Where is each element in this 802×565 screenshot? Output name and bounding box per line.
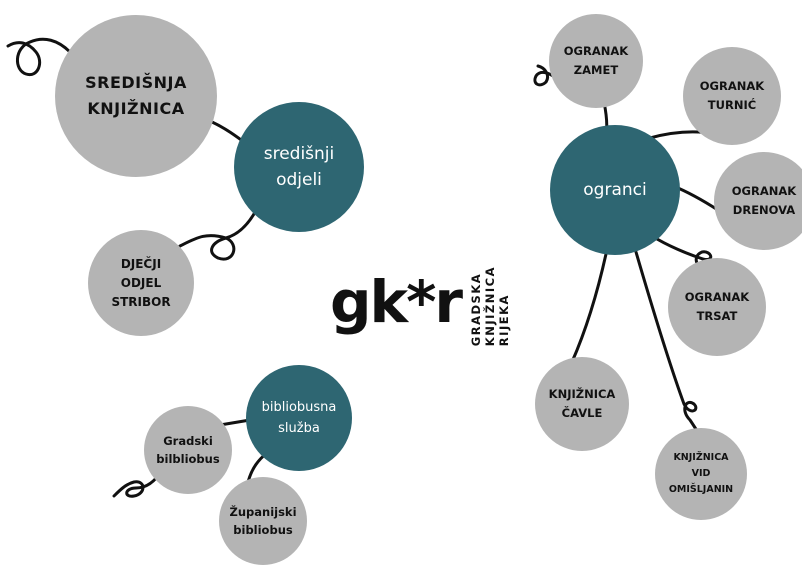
node-zupanijski-bibliobus-label: Županijski bibliobus [229, 505, 297, 537]
connector-gradski-curl [112, 468, 164, 498]
logo-wordmark: GRADSKA KNJIŽNICA RIJEKA [469, 266, 511, 346]
connector-zamet-curl [533, 64, 558, 87]
node-bibliobusna-sluzba-label: bibliobusna služba [261, 400, 337, 436]
node-knjiznica-vid-omisljanin-label: KNJIŽNICA VID OMIŠLJANIN [668, 452, 734, 495]
node-ogranak-drenova: OGRANAK DRENOVA [714, 152, 802, 250]
node-ogranak-zamet-label: OGRANAK ZAMET [563, 44, 629, 77]
node-djecji-odjel-stribor: DJEČJI ODJEL STRIBOR [88, 230, 194, 336]
node-ogranak-zamet: OGRANAK ZAMET [549, 14, 643, 108]
node-ogranak-drenova-label: OGRANAK DRENOVA [731, 184, 797, 217]
node-djecji-odjel-stribor-label: DJEČJI ODJEL STRIBOR [111, 256, 171, 309]
connector-ogranci-vid [634, 250, 702, 438]
connector-ogranci-cavle [570, 252, 608, 364]
node-knjiznica-cavle-label: KNJIŽNICA ČAVLE [548, 387, 616, 420]
node-sredisnja-knjiznica: SREDIŠNJA KNJIŽNICA [55, 15, 217, 177]
node-zupanijski-bibliobus: Županijski bibliobus [219, 477, 307, 565]
logo-mark: gk*r [330, 268, 463, 336]
logo-line-3: RIJEKA [497, 294, 512, 347]
node-bibliobusna-sluzba: bibliobusna služba [246, 365, 352, 471]
node-sredisnja-knjiznica-label: SREDIŠNJA KNJIŽNICA [85, 73, 187, 118]
node-sredisnji-odjeli: središnji odjeli [234, 102, 364, 232]
node-gradski-bilbliobus-label: Gradski bilbliobus [156, 434, 220, 466]
node-ogranak-trsat: OGRANAK TRSAT [668, 258, 766, 356]
node-ogranak-turnic: OGRANAK TURNIĆ [683, 47, 781, 145]
node-ogranci: ogranci [550, 125, 680, 255]
node-ogranak-turnic-label: OGRANAK TURNIĆ [699, 79, 765, 112]
connector-odjeli-djecji [178, 196, 264, 261]
logo-line-1: GRADSKA [469, 272, 484, 347]
node-knjiznica-vid-omisljanin: KNJIŽNICA VID OMIŠLJANIN [655, 428, 747, 520]
node-gradski-bilbliobus: Gradski bilbliobus [144, 406, 232, 494]
node-sredisnji-odjeli-label: središnji odjeli [263, 144, 335, 190]
node-ogranci-label: ogranci [583, 180, 647, 200]
logo-line-2: KNJIŽNICA [483, 265, 498, 347]
gkr-logo: gk*r GRADSKA KNJIŽNICA RIJEKA [330, 262, 511, 346]
connector-sredisnja-curl [6, 37, 72, 77]
node-knjiznica-cavle: KNJIŽNICA ČAVLE [535, 357, 629, 451]
node-ogranak-trsat-label: OGRANAK TRSAT [684, 290, 750, 323]
